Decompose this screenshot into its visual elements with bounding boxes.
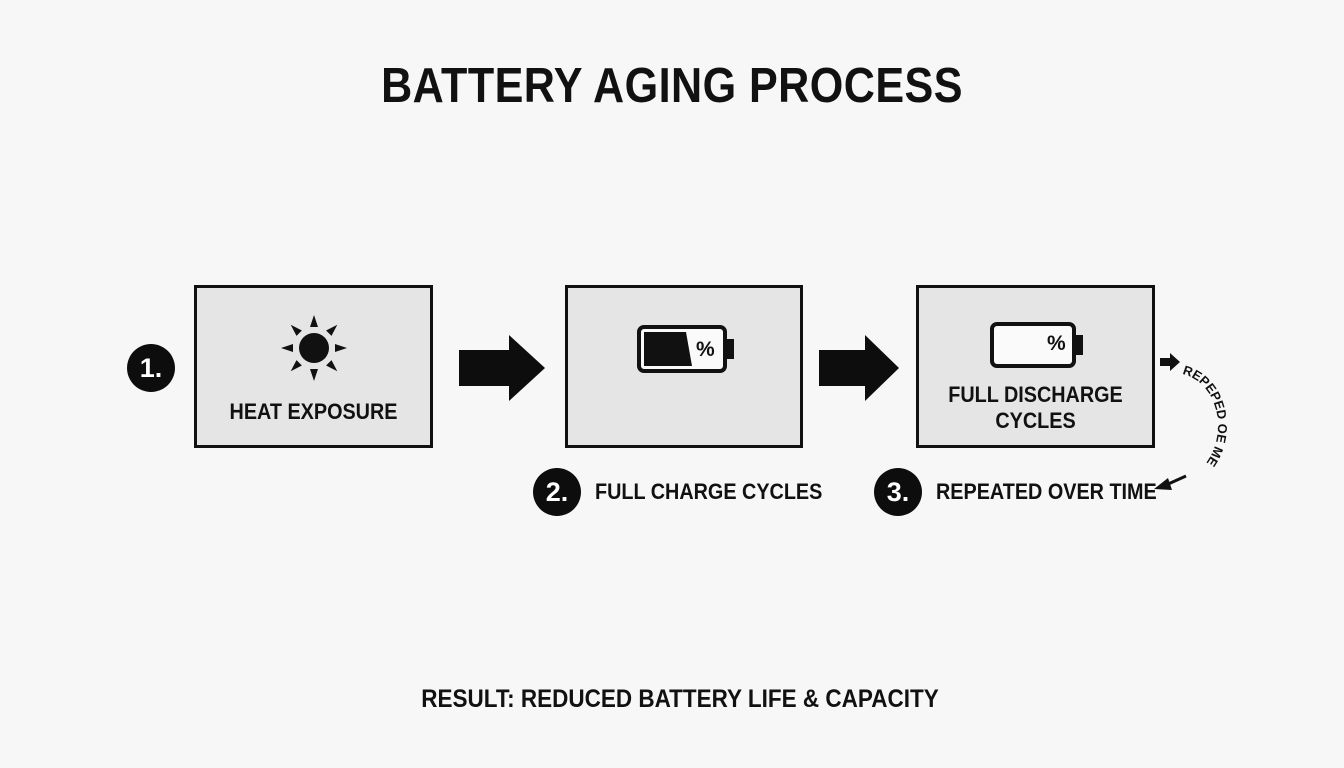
page-title: BATTERY AGING PROCESS	[381, 59, 963, 113]
sun-icon	[281, 315, 347, 381]
repeat-loop-arrow: REPEPED OE ME	[1154, 353, 1230, 490]
step-3-badge: 3.	[874, 468, 922, 516]
step-1-box: HEAT EXPOSURE	[194, 285, 433, 448]
step-3-label: REPEATED OVER TIME	[936, 479, 1157, 504]
step-1-label: HEAT EXPOSURE	[229, 399, 398, 424]
step-3-label-line-1: FULL DISCHARGE	[948, 382, 1123, 407]
battery-percent-text: %	[1047, 332, 1066, 355]
result-text: RESULT: REDUCED BATTERY LIFE & CAPACITY	[421, 685, 939, 713]
step-3-label-line-2: CYCLES	[995, 408, 1076, 433]
loop-text: REPEPED OE ME	[1181, 362, 1230, 469]
battery-percent-text: %	[696, 338, 715, 361]
battery-percent-icon	[637, 325, 734, 373]
step-2-badge: 2.	[533, 468, 581, 516]
step-2-box: %	[565, 285, 803, 448]
step-2-label: FULL CHARGE CYCLES	[595, 479, 823, 504]
right-arrow-icon	[819, 335, 899, 401]
step-3-box: % FULL DISCHARGE CYCLES	[916, 285, 1155, 448]
step-1-badge: 1.	[127, 344, 175, 392]
right-arrow-icon	[459, 335, 545, 401]
battery-percent-icon	[990, 322, 1083, 368]
